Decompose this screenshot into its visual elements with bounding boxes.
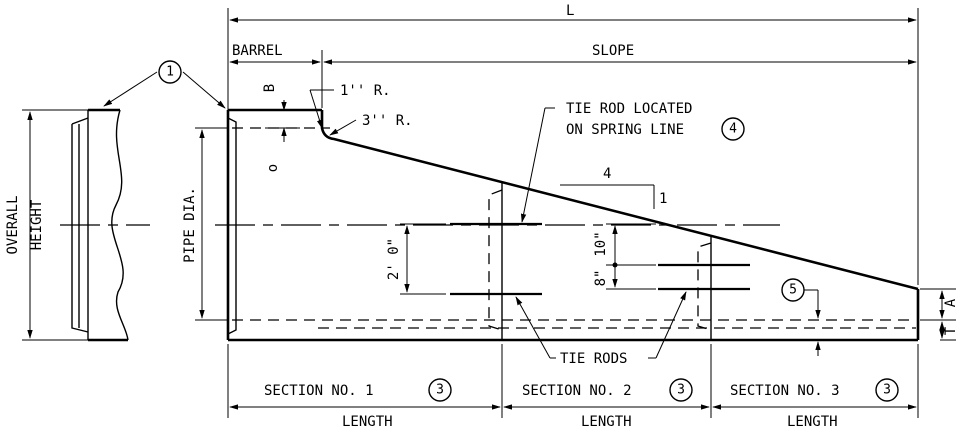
side-profile-view: OVERALL HEIGHT [5, 108, 150, 342]
tie-rods-note: TIE RODS [515, 291, 687, 367]
note-5-number: 5 [789, 283, 797, 298]
note-1-callout: 1 [103, 60, 226, 109]
section-2-note: 3 [677, 383, 685, 398]
barrel-label: BARREL [232, 43, 283, 59]
main-elevation-view: PIPE DIA. [182, 108, 920, 342]
tie-rod-note-line1: TIE ROD LOCATED [566, 101, 692, 117]
section-3-length: LENGTH [787, 414, 838, 430]
note-1-number: 1 [166, 65, 174, 80]
tie-rod-location-note: TIE ROD LOCATED ON SPRING LINE 4 [520, 101, 745, 223]
section-1-length: LENGTH [342, 414, 393, 430]
length-label: L [566, 3, 574, 19]
overall-length-dimension: L [227, 3, 919, 285]
barrel-details: B o 1'' R. 3'' R. [262, 83, 413, 172]
overall-height-label-2: HEIGHT [29, 199, 45, 250]
slope-rise-label: 1 [659, 191, 667, 207]
tie-rod-note-line2: ON SPRING LINE [566, 122, 684, 138]
section-3-note: 3 [883, 383, 891, 398]
b-label: B [262, 84, 278, 92]
section-1-label: SECTION NO. 1 [264, 383, 374, 399]
note-5-callout: 5 [781, 278, 821, 356]
note-4-number: 4 [729, 122, 737, 137]
radius-1in-label: 1'' R. [340, 83, 391, 99]
section-1-note: 3 [436, 383, 444, 398]
end-dimensions: A T [920, 288, 956, 341]
rod-spacing-dimension: 2' 0" [386, 223, 446, 295]
t-label: T [943, 326, 956, 335]
section-2-label: SECTION NO. 2 [522, 383, 632, 399]
section-3-label: SECTION NO. 3 [730, 383, 840, 399]
rod-offset-dimension: 10" 8" [593, 223, 656, 290]
dim-10in-label: 10" [593, 231, 609, 256]
tie-rods [450, 222, 750, 296]
o-label: o [265, 164, 281, 172]
a-label: A [943, 298, 956, 307]
note-1-circle [158, 60, 182, 84]
section-2-length: LENGTH [581, 414, 632, 430]
slope-ratio: 4 1 [560, 166, 667, 209]
dim-8in-label: 8" [593, 270, 609, 287]
note-4-circle [721, 117, 745, 141]
radius-3in-label: 3'' R. [362, 113, 413, 129]
slope-label: SLOPE [592, 43, 634, 59]
dim-2ft-label: 2' 0" [386, 238, 402, 280]
pipe-dia-label: PIPE DIA. [182, 187, 198, 263]
section-length-dimensions: SECTION NO. 1 3 SECTION NO. 2 3 SECTION … [227, 344, 919, 430]
tie-rods-label: TIE RODS [560, 351, 627, 367]
slope-run-label: 4 [603, 166, 611, 182]
overall-height-label-1: OVERALL [5, 195, 21, 254]
barrel-slope-dimension: BARREL SLOPE [229, 43, 917, 108]
